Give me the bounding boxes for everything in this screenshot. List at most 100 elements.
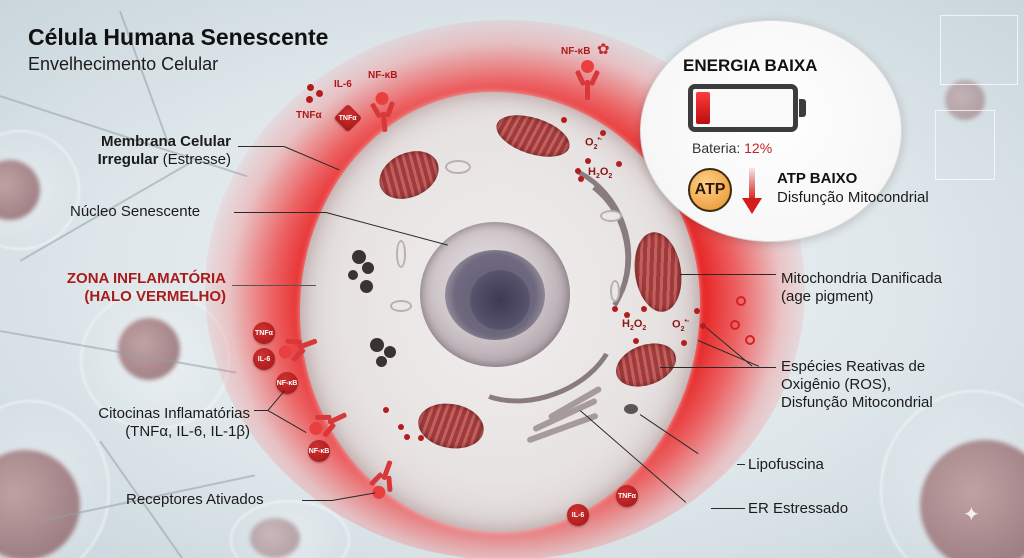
ros-dot: [578, 176, 584, 182]
ros-dot: [616, 161, 622, 167]
label-nucleus: Núcleo Senescente: [70, 203, 201, 220]
battery-status: Bateria: 12%: [692, 140, 772, 156]
label-lipofuscin: Lipofuscina: [748, 456, 824, 473]
label-mitochondria: Mitochondria Danificada (age pigment): [781, 270, 942, 306]
ros-dot: [418, 435, 424, 441]
label-membrane: Membrana Celular Irregular (Estresse): [76, 133, 231, 169]
lipofuscin-granule: [370, 338, 384, 352]
vesicle: [390, 300, 412, 312]
label-cytokines: Citocinas Inflamatórias (TNFα, IL-6, IL-…: [50, 405, 250, 441]
receptor-icon: [574, 60, 601, 100]
ros-dot: [681, 340, 687, 346]
ros-dot: [641, 306, 647, 312]
label-mitochondria-2: (age pigment): [781, 288, 874, 305]
leader-line: [711, 508, 745, 510]
label-receptors: Receptores Ativados: [126, 491, 264, 508]
atp-subtitle: Disfunção Mitocondrial: [777, 189, 929, 206]
nfkb-marker-top-right: NF-κB: [561, 46, 591, 57]
ros-dot: [730, 320, 740, 330]
battery-cap: [799, 99, 806, 117]
page-subtitle: Envelhecimento Celular: [28, 54, 219, 74]
atp-badge-icon: ATP: [688, 168, 732, 212]
ros-dot: [745, 335, 755, 345]
leader-line: [660, 367, 760, 369]
hud-panel: [935, 110, 995, 180]
label-membrane-bold2: Irregular: [97, 151, 159, 168]
ros-dot: [383, 407, 389, 413]
battery-label: Bateria:: [692, 140, 741, 156]
ros-dot: [694, 308, 700, 314]
background-nucleus: [945, 80, 985, 120]
label-membrane-bold: Membrana Celular: [100, 133, 231, 150]
il6-marker: IL-6: [334, 79, 352, 90]
cytokine-badge-nfkb: NF-κB: [308, 440, 330, 462]
down-arrow-icon: [742, 168, 762, 216]
lipofuscin-granule: [376, 356, 387, 367]
h2o2-marker: H2O2: [588, 166, 613, 181]
lipofuscin-granule: [624, 404, 638, 414]
o2-marker: O2•-: [585, 136, 603, 151]
background-nucleus: [920, 440, 1024, 558]
leader-line: [737, 464, 745, 466]
label-cytokines-2: (TNFα, IL-6, IL-1β): [125, 423, 250, 440]
ros-dot: [624, 312, 630, 318]
label-ros-3: Disfunção Mitocondrial: [781, 394, 933, 411]
o2-marker: O2•-: [672, 318, 690, 333]
label-inflammatory-zone-1: ZONA INFLAMATÓRIA: [66, 270, 226, 287]
leader-line: [302, 500, 332, 502]
lipofuscin-granule: [362, 262, 374, 274]
leader-line: [234, 212, 326, 214]
ros-dot: [398, 424, 404, 430]
leader-line: [232, 285, 316, 287]
cytokine-dot: [316, 90, 323, 97]
lipofuscin-granule: [352, 250, 366, 264]
cytokine-badge-il6: IL-6: [253, 348, 275, 370]
leader-line: [254, 410, 268, 412]
label-mitochondria-1: Mitochondria Danificada: [781, 270, 942, 287]
gear-icon: ✿: [597, 41, 610, 58]
battery-fill: [696, 92, 710, 124]
lipofuscin-granule: [360, 280, 373, 293]
battery-low-icon: [688, 84, 798, 132]
cytokine-dot: [307, 84, 314, 91]
cytokine-badge-nfkb: NF-κB: [276, 372, 298, 394]
vesicle: [610, 280, 620, 302]
page-title: Célula Humana Senescente: [28, 24, 329, 50]
label-ros: Espécies Reativas de Oxigênio (ROS), Dis…: [781, 358, 933, 412]
tnfa-marker: TNFα: [296, 110, 322, 121]
tnfa-diamond-label: TNFα: [339, 114, 357, 122]
chromatin: [470, 270, 530, 330]
battery-percent: 12%: [744, 140, 773, 156]
nfkb-marker: NF-κB: [368, 70, 398, 81]
ros-dot: [736, 296, 746, 306]
label-ros-1: Espécies Reativas de: [781, 358, 926, 375]
lipofuscin-granule: [348, 270, 358, 280]
background-nucleus: [118, 318, 180, 380]
cytokine-dot: [306, 96, 313, 103]
leader-line: [238, 146, 284, 148]
vesicle: [445, 160, 471, 174]
ros-dot: [404, 434, 410, 440]
receptor-icon: [369, 91, 398, 133]
ros-dot: [700, 323, 706, 329]
h2o2-marker: H2O2: [622, 318, 647, 333]
cytokine-badge-il6: IL-6: [567, 504, 589, 526]
cytokine-badge-tnfa: TNFα: [253, 322, 275, 344]
leader-line: [760, 367, 776, 369]
energy-title: ENERGIA BAIXA: [683, 56, 818, 75]
label-ros-2: Oxigênio (ROS),: [781, 376, 892, 393]
label-inflammatory-zone-2: (HALO VERMELHO): [84, 288, 226, 305]
atp-title: ATP BAIXO: [777, 170, 858, 187]
label-cytokines-1: Citocinas Inflamatórias: [98, 405, 250, 422]
label-inflammatory-zone: ZONA INFLAMATÓRIA (HALO VERMELHO): [44, 270, 226, 306]
lipofuscin-granule: [384, 346, 396, 358]
ros-dot: [633, 338, 639, 344]
ros-dot: [600, 130, 606, 136]
ros-dot: [612, 306, 618, 312]
ros-dot: [585, 158, 591, 164]
sparkle-icon: ✦: [963, 504, 980, 526]
label-er: ER Estressado: [748, 500, 849, 517]
cytokine-badge-tnfa: TNFα: [616, 485, 638, 507]
vesicle: [396, 240, 406, 268]
